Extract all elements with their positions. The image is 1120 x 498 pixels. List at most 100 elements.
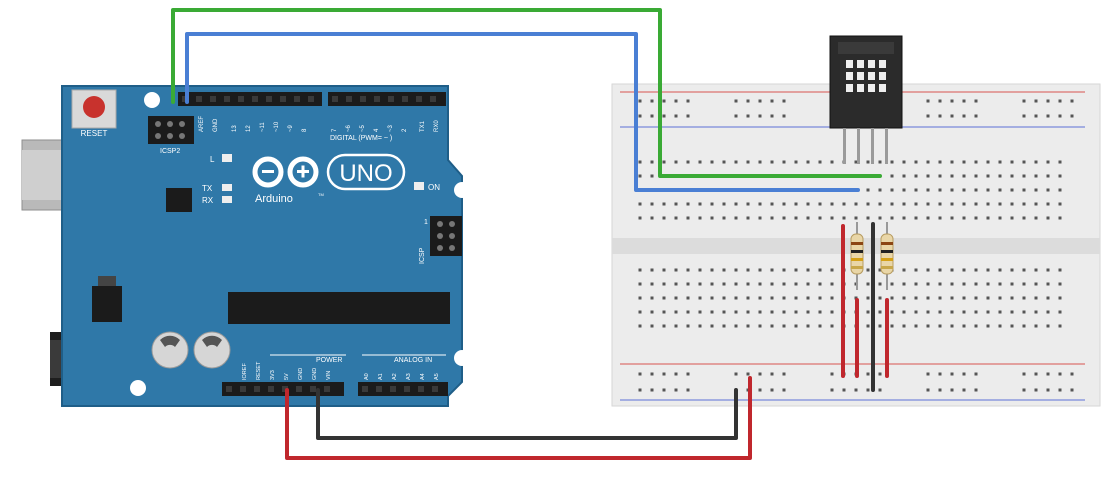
led-on — [414, 182, 424, 190]
breadboard-hole — [998, 160, 1002, 164]
breadboard-hole — [1058, 268, 1062, 272]
breadboard-hole — [722, 310, 726, 314]
breadboard-hole — [686, 282, 690, 286]
sensor-vent — [857, 72, 864, 80]
breadboard-hole — [782, 268, 786, 272]
breadboard-hole — [794, 268, 798, 272]
breadboard-hole — [638, 99, 642, 103]
breadboard-hole — [1046, 296, 1050, 300]
breadboard-hole — [914, 282, 918, 286]
breadboard-hole — [938, 388, 942, 392]
breadboard-hole — [650, 372, 654, 376]
breadboard-hole — [1010, 202, 1014, 206]
breadboard-hole — [986, 160, 990, 164]
header-pin — [432, 386, 438, 392]
header-pin — [310, 386, 316, 392]
breadboard-hole — [722, 324, 726, 328]
sensor-leg — [857, 128, 860, 164]
header-pin — [196, 96, 202, 102]
breadboard-hole — [890, 216, 894, 220]
resistor-1-band — [851, 258, 863, 261]
header-pin — [268, 386, 274, 392]
header-pin — [374, 96, 380, 102]
usb-connector-inner — [22, 150, 66, 200]
icsp-pin — [437, 245, 443, 251]
sensor-vent — [879, 72, 886, 80]
breadboard-hole — [962, 114, 966, 118]
breadboard-hole — [818, 310, 822, 314]
breadboard-hole — [746, 372, 750, 376]
breadboard-hole — [746, 216, 750, 220]
header-pin — [390, 386, 396, 392]
breadboard-hole — [674, 160, 678, 164]
breadboard-hole — [770, 324, 774, 328]
breadboard-hole — [674, 114, 678, 118]
breadboard-hole — [806, 282, 810, 286]
header-pin — [266, 96, 272, 102]
breadboard-hole — [866, 388, 870, 392]
breadboard-hole — [1058, 188, 1062, 192]
breadboard-hole — [830, 160, 834, 164]
breadboard-hole — [902, 188, 906, 192]
breadboard-hole — [914, 174, 918, 178]
breadboard-hole — [818, 324, 822, 328]
breadboard-hole — [770, 372, 774, 376]
breadboard-hole — [722, 296, 726, 300]
breadboard-hole — [878, 282, 882, 286]
breadboard-hole — [638, 174, 642, 178]
icsp2-pins — [155, 121, 185, 139]
breadboard-hole — [722, 202, 726, 206]
icsp2-pin — [179, 133, 185, 139]
breadboard-hole — [962, 216, 966, 220]
breadboard-hole — [1010, 296, 1014, 300]
breadboard-hole — [710, 216, 714, 220]
breadboard-hole — [662, 324, 666, 328]
breadboard-hole — [1034, 388, 1038, 392]
power-pin-label: IOREF — [242, 363, 248, 380]
breadboard-hole — [698, 216, 702, 220]
breadboard-hole — [854, 202, 858, 206]
breadboard-hole — [1034, 372, 1038, 376]
breadboard-hole — [734, 282, 738, 286]
breadboard-hole — [950, 216, 954, 220]
breadboard-hole — [686, 99, 690, 103]
breadboard-hole — [986, 268, 990, 272]
breadboard-hole — [986, 174, 990, 178]
icsp2-label: ICSP2 — [160, 148, 180, 155]
breadboard-hole — [914, 296, 918, 300]
breadboard-hole — [830, 324, 834, 328]
breadboard-hole — [638, 216, 642, 220]
breadboard-hole — [878, 296, 882, 300]
breadboard-hole — [878, 388, 882, 392]
breadboard-hole — [938, 160, 942, 164]
breadboard-hole — [758, 114, 762, 118]
breadboard-hole — [662, 114, 666, 118]
breadboard-hole — [794, 216, 798, 220]
breadboard-hole — [926, 268, 930, 272]
trademark-text: TM — [318, 192, 324, 197]
breadboard-hole — [1022, 188, 1026, 192]
breadboard-hole — [758, 310, 762, 314]
sensor-vent — [846, 60, 853, 68]
breadboard-hole — [1058, 174, 1062, 178]
breadboard-hole — [1034, 324, 1038, 328]
header-pin — [238, 96, 244, 102]
breadboard-hole — [902, 282, 906, 286]
breadboard-hole — [674, 282, 678, 286]
breadboard-hole — [1010, 160, 1014, 164]
breadboard-hole — [782, 388, 786, 392]
breadboard-hole — [638, 282, 642, 286]
breadboard-hole — [902, 268, 906, 272]
breadboard-hole — [638, 160, 642, 164]
breadboard-hole — [1058, 216, 1062, 220]
breadboard-hole — [854, 216, 858, 220]
breadboard-hole — [962, 372, 966, 376]
breadboard-hole — [674, 268, 678, 272]
breadboard-hole — [866, 160, 870, 164]
breadboard-hole — [1058, 388, 1062, 392]
breadboard-hole — [1022, 310, 1026, 314]
breadboard-hole — [686, 114, 690, 118]
breadboard-hole — [1058, 99, 1062, 103]
breadboard-hole — [890, 282, 894, 286]
